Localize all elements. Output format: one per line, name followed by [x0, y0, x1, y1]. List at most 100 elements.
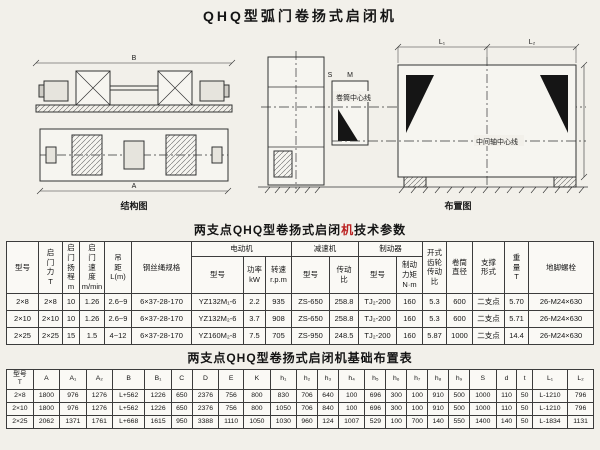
table-cell: B₁ [144, 368, 172, 390]
table-cell: 124 [317, 414, 339, 429]
table2-title: 两支点QHQ型卷扬式启闭机基础布置表 [187, 350, 413, 365]
col-support-type: 支撑 形式 [472, 241, 506, 294]
table-cell: 258.8 [329, 292, 360, 311]
table-cell: h₉ [448, 368, 471, 390]
dim-label-m: M [347, 72, 353, 79]
table-cell: 696 [364, 388, 387, 403]
table-cell: 800 [243, 388, 271, 403]
table-cell: 14.4 [504, 326, 530, 345]
table1-title-red-mark: 机 [341, 223, 355, 237]
table-cell: 5.3 [422, 292, 448, 311]
table-cell: 型号 T [6, 368, 34, 390]
table-cell: 650 [170, 401, 193, 416]
table-cell: 6×37-28-170 [131, 292, 192, 311]
table-cell: K [243, 368, 271, 390]
table-cell: ZS-950 [291, 326, 331, 345]
table-cell: 1.5 [79, 326, 105, 345]
table-cell: 10 [62, 292, 80, 311]
col-hoist-distance: 吊 距 L(m) [104, 241, 132, 294]
table-cell: d [495, 368, 518, 390]
dim-label-b: B [132, 55, 137, 62]
table-cell: B [112, 368, 146, 390]
table-cell: 1400 [469, 414, 497, 429]
table-cell: S [469, 368, 497, 390]
table-cell: 796 [567, 388, 594, 403]
table-cell: 50 [516, 414, 533, 429]
table-cell: 1110 [218, 414, 245, 429]
table-cell: 140 [427, 414, 450, 429]
dim-label-a: A [132, 183, 137, 190]
table-cell: 160 [396, 292, 424, 311]
table-cell: 160 [396, 309, 424, 328]
table-cell: 976 [59, 388, 87, 403]
table-cell: 1761 [85, 414, 114, 429]
technical-parameters-table: 型号 启 门 力 T 启 门 扬 程 m 启 门 速 度 m/min 吊 距 L… [6, 241, 594, 345]
table-cell: L-1210 [531, 388, 569, 403]
table-cell: 2×10 [38, 309, 63, 328]
table-cell: 2376 [191, 401, 220, 416]
table-cell: 2×8 [6, 292, 39, 311]
section-fill [338, 109, 358, 141]
table-cell: h₆ [385, 368, 408, 390]
table-cell: 2376 [191, 388, 220, 403]
table-cell: 100 [337, 388, 366, 403]
table-cell: L+562 [112, 388, 146, 403]
table-cell: 796 [567, 401, 594, 416]
table-cell: 1226 [144, 401, 172, 416]
table-cell: 1615 [144, 414, 172, 429]
table-cell: 1226 [144, 388, 172, 403]
table-cell: TJ₂-200 [358, 309, 398, 328]
table-cell: 1131 [567, 414, 594, 429]
table-cell: 2×25 [6, 414, 34, 429]
table-cell: h₃ [317, 368, 339, 390]
dim-label-s: S [328, 72, 333, 79]
col-weight: 重 量 T [504, 241, 530, 294]
table-cell: 800 [243, 401, 271, 416]
drum-centerline-label: 卷筒中心线 [336, 93, 371, 102]
table-cell: 1276 [85, 388, 114, 403]
structure-diagram-caption: 结构图 [120, 200, 147, 211]
table-cell: A₁ [59, 368, 87, 390]
table-cell: 1000 [446, 326, 474, 345]
table-cell: 6×37-28-170 [131, 309, 192, 328]
table-cell: 935 [264, 292, 293, 311]
table-cell: 110 [495, 388, 518, 403]
col-drum-diameter: 卷筒 直径 [446, 241, 474, 294]
col-reducer-ratio: 传动 比 [329, 255, 360, 294]
table-cell: 2×25 [38, 326, 63, 345]
table-cell: 2.2 [243, 292, 266, 311]
table-cell: 15 [62, 326, 80, 345]
table-cell: 50 [516, 388, 533, 403]
table-cell: 1371 [59, 414, 87, 429]
col-open-gear-ratio: 开式 齿轮 传动 比 [422, 241, 448, 294]
table-cell: 7.5 [243, 326, 266, 345]
table-cell: 950 [170, 414, 193, 429]
table-cell: ZS-650 [291, 309, 331, 328]
table-cell: 1030 [269, 414, 298, 429]
table-cell: 706 [296, 388, 318, 403]
table-cell: 600 [446, 292, 474, 311]
table-cell: h₁ [269, 368, 298, 390]
col-motor-model: 型号 [191, 255, 244, 294]
table-cell: 696 [364, 401, 387, 416]
table-cell: 2×10 [6, 401, 34, 416]
table-cell: 1050 [243, 414, 271, 429]
table-cell: 248.5 [329, 326, 360, 345]
table-cell: 140 [495, 414, 518, 429]
table-cell: 5.70 [504, 292, 530, 311]
table-cell: 756 [218, 388, 245, 403]
table-cell: 550 [448, 414, 471, 429]
table-cell: 100 [337, 401, 366, 416]
table-cell: 500 [448, 388, 471, 403]
table-cell: 2×10 [6, 309, 39, 328]
col-opening-force: 启 门 力 T [38, 241, 63, 294]
table-cell: 1.26 [79, 309, 105, 328]
table-cell: 756 [218, 401, 245, 416]
table-cell: h₂ [296, 368, 318, 390]
